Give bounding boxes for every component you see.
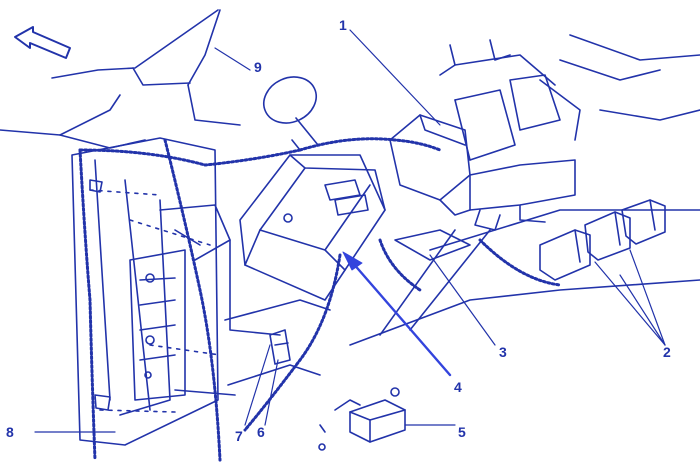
hidden-lines	[89, 189, 221, 413]
callout-6: 6	[257, 424, 265, 440]
leader-lines	[34, 29, 666, 433]
callout-2: 2	[663, 344, 671, 360]
callout-9: 9	[254, 59, 262, 75]
arrow-forward-icon	[14, 26, 71, 59]
callout-labels: 1 2 3 4 5 6 7 8 9	[6, 17, 671, 444]
sensor-module	[318, 387, 406, 451]
pointer-arrow	[342, 251, 452, 377]
control-module	[239, 139, 386, 301]
floor-lines	[349, 209, 700, 346]
callout-7: 7	[235, 428, 243, 444]
callout-8: 8	[6, 424, 14, 440]
connector-blocks	[539, 199, 666, 281]
dash-outline	[0, 9, 241, 149]
harness-connector	[269, 329, 291, 365]
relay-center	[389, 34, 700, 231]
kick-panel	[71, 137, 219, 446]
callout-1: 1	[339, 17, 347, 33]
wiring-harness	[78, 137, 562, 462]
callout-4: 4	[454, 379, 462, 395]
callout-5: 5	[458, 424, 466, 440]
round-lamp	[263, 76, 319, 146]
callout-3: 3	[499, 344, 507, 360]
